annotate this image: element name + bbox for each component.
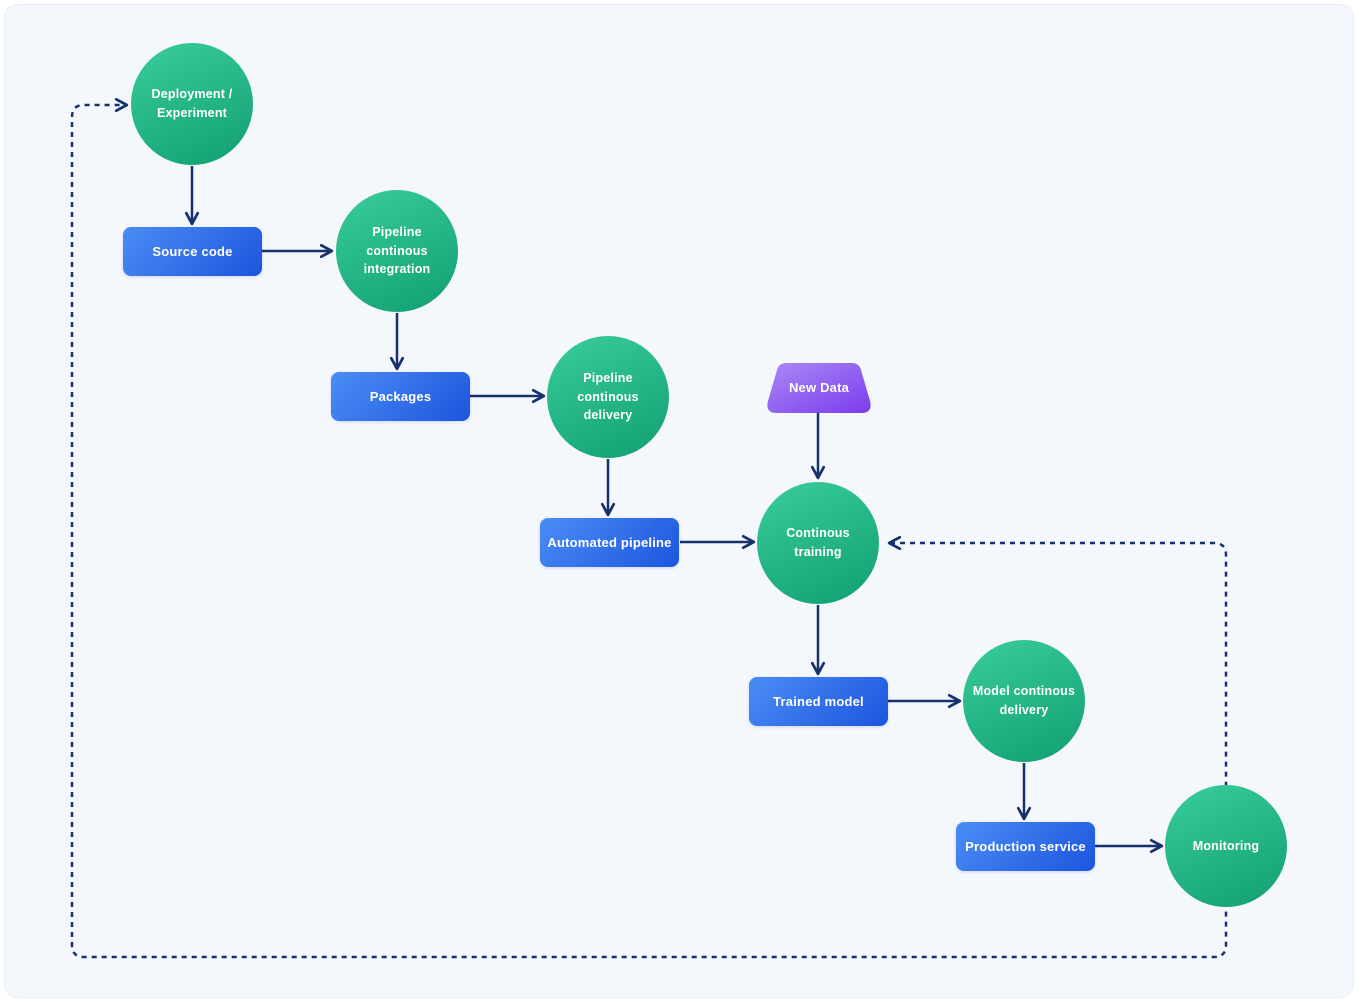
node-pipeline-continuous-integration[interactable]: Pipeline continous integration <box>336 190 458 312</box>
node-production-service[interactable]: Production service <box>956 822 1095 871</box>
node-continuous-training[interactable]: Continous training <box>757 482 879 604</box>
node-deployment-experiment[interactable]: Deployment / Experiment <box>131 43 253 165</box>
node-label: Monitoring <box>1192 838 1260 853</box>
node-label: Trained model <box>773 693 864 709</box>
node-pipeline-continuous-delivery[interactable]: Pipeline continous delivery <box>547 336 669 458</box>
node-label: Pipeline continous integration <box>363 224 431 277</box>
node-automated-pipeline[interactable]: Automated pipeline <box>540 518 679 567</box>
node-source-code[interactable]: Source code <box>123 227 262 276</box>
node-label: Model continous delivery <box>972 684 1076 717</box>
node-model-continuous-delivery[interactable]: Model continous delivery <box>963 640 1085 762</box>
node-label: Deployment / Experiment <box>151 87 233 120</box>
node-label: Packages <box>369 388 432 404</box>
node-label: Source code <box>152 243 233 259</box>
node-trained-model[interactable]: Trained model <box>749 677 888 726</box>
trapezoid-shape <box>767 363 871 413</box>
node-label: Automated pipeline <box>547 534 672 550</box>
node-label: Continous training <box>786 526 850 559</box>
node-label: Pipeline continous delivery <box>577 370 639 423</box>
node-monitoring[interactable]: Monitoring <box>1165 785 1287 907</box>
node-label: New Data <box>788 380 850 396</box>
node-label: Production service <box>965 838 1086 854</box>
node-new-data[interactable]: New Data <box>764 363 874 413</box>
node-packages[interactable]: Packages <box>331 372 470 421</box>
